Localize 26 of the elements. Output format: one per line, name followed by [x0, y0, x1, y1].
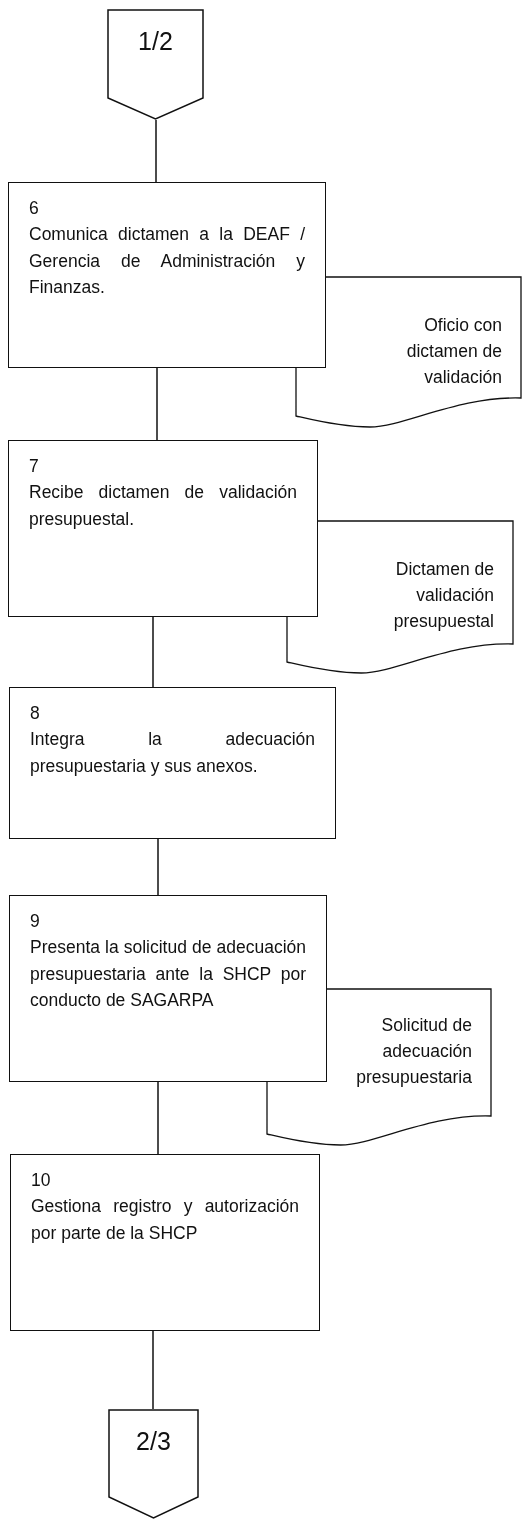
document-label: Solicitud de adecuación presupuestaria: [355, 1014, 472, 1089]
process-box: [8, 182, 326, 368]
connector-line: [157, 1081, 159, 1155]
page-reference: 2/3: [135, 1427, 172, 1456]
connector-line: [152, 1330, 154, 1410]
step-number: 9: [30, 910, 41, 933]
step-number: 7: [29, 455, 40, 478]
step-text: Integra la adecuación presupuestaria y sus anexos.: [30, 728, 315, 778]
process-box: [9, 687, 336, 839]
connector-line: [156, 367, 158, 441]
step-number: 10: [31, 1169, 52, 1192]
step-text: Presenta la solicitud de adecuación presupuestaria ante la SHCP por conducto de SAGARPA: [30, 936, 306, 1012]
connector-line: [155, 119, 157, 183]
step-text: Gestiona registro y autorización por parte de la SHCP: [31, 1195, 299, 1245]
connector-line: [157, 838, 159, 896]
step-text: Recibe dictamen de validación presupuestal.: [29, 481, 297, 531]
document-label: Dictamen de validación presupuestal: [392, 558, 494, 633]
step-number: 6: [29, 197, 40, 220]
page-reference: 1/2: [137, 27, 174, 56]
connector-line: [152, 616, 154, 688]
step-number: 8: [30, 702, 41, 725]
process-box: [10, 1154, 320, 1331]
process-box: [9, 895, 327, 1082]
process-box: [8, 440, 318, 617]
step-text: Comunica dictamen a la DEAF / Gerencia de Administración y Finanzas.: [29, 223, 305, 299]
document-label: Oficio con dictamen de validación: [405, 314, 502, 389]
